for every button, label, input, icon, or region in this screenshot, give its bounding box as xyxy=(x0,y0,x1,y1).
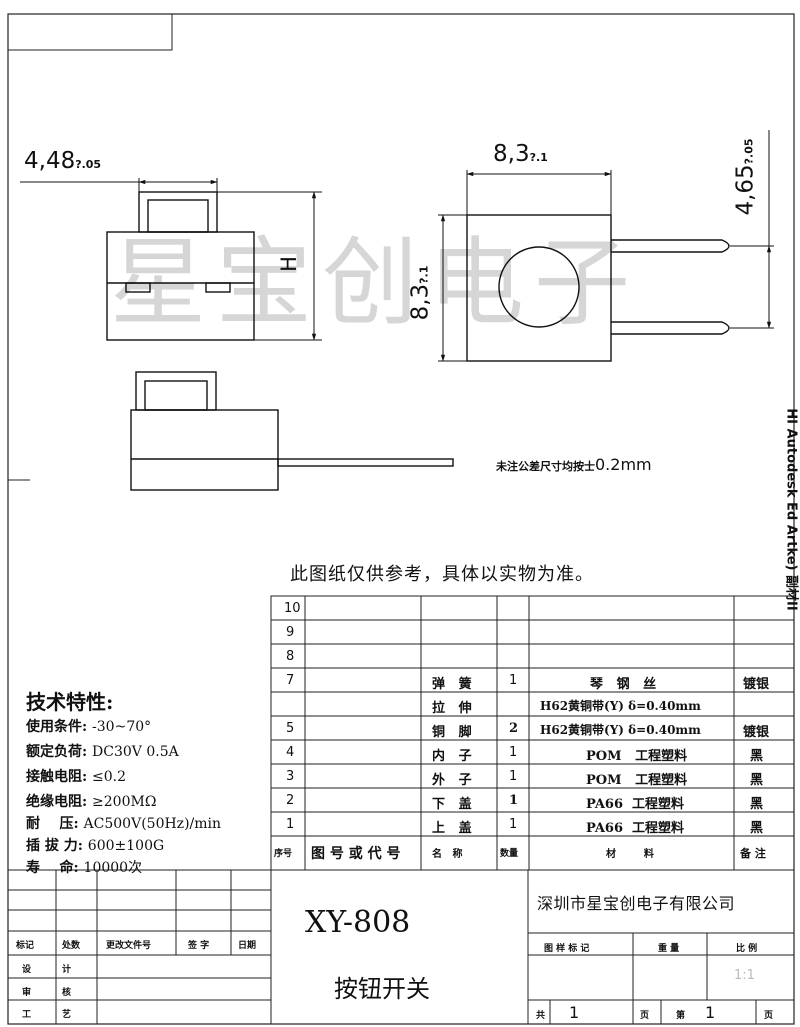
bom-qty: 1 xyxy=(509,745,518,760)
bom-header-qty: 数量 xyxy=(500,849,519,859)
bom-note: 镀银 xyxy=(743,725,770,740)
sheet-value: 1 xyxy=(705,1003,716,1022)
drawing-border xyxy=(7,13,795,1025)
bom-table-grid xyxy=(270,595,795,871)
rev-header: 标记 xyxy=(16,941,35,951)
bom-seq: 3 xyxy=(286,769,295,784)
reference-note: 此图纸仅供参考，具体以实物为准。 xyxy=(290,564,594,585)
total-label: 共 xyxy=(536,1011,546,1021)
bom-note: 黑 xyxy=(750,797,764,812)
spec-item: 绝缘电阻: ≥200MΩ xyxy=(26,794,157,810)
bom-header-name: 名 称 xyxy=(432,849,463,860)
title-block-grid xyxy=(8,869,794,1024)
switch-top-view xyxy=(466,214,730,362)
dim-top-width xyxy=(466,170,612,215)
bom-seq: 4 xyxy=(286,745,295,760)
tech-specs-title: 技术特性: xyxy=(26,690,114,714)
company-name: 深圳市星宝创电子有限公司 xyxy=(537,894,736,913)
bom-note: 黑 xyxy=(750,749,764,764)
bom-note: 镀银 xyxy=(743,677,770,692)
bom-header-seq: 序号 xyxy=(274,849,293,859)
rev-header: 更改文件号 xyxy=(106,941,152,951)
bom-header-material: 材 料 xyxy=(606,849,654,860)
dim-top-width-label: 8,3?.1 xyxy=(493,141,548,167)
page-unit: 页 xyxy=(764,1011,774,1021)
spec-item: 使用条件: -30~70° xyxy=(26,719,152,735)
spec-item: 接触电阻: ≤0.2 xyxy=(26,769,127,785)
bom-material: 琴 钢 丝 xyxy=(590,677,657,692)
bom-seq: 9 xyxy=(286,625,295,640)
bom-name: 上 盖 xyxy=(432,821,472,836)
bom-seq: 2 xyxy=(286,793,295,808)
button-circle xyxy=(498,246,580,328)
role-label: 审 xyxy=(22,988,32,998)
tolerance-note: 未注公差尺寸均按士0.2mm xyxy=(496,455,652,474)
dim-side-height-label: 8,3?.1 xyxy=(407,265,434,321)
dim-left-width-label: 4,48?.05 xyxy=(24,148,102,174)
dim-side-height xyxy=(438,214,467,362)
bom-qty: 1 xyxy=(509,769,518,784)
bom-name: 弹 簧 xyxy=(432,677,472,692)
spec-item: 插 拔 力: 600±100G xyxy=(26,838,165,854)
sheet-label: 第 xyxy=(676,1011,686,1021)
bom-qty: 1 xyxy=(509,673,518,688)
rev-header: 日期 xyxy=(238,941,257,951)
spec-item: 寿 命: 10000次 xyxy=(26,860,143,876)
bom-seq: 5 xyxy=(286,721,295,736)
rev-header: 处数 xyxy=(62,941,81,951)
dim-pin-spacing-label: 4,65?.05 xyxy=(732,138,759,216)
bom-seq: 1 xyxy=(286,817,295,832)
spec-item: 额定负荷: DC30V 0.5A xyxy=(26,744,179,760)
bom-name: 外 子 xyxy=(432,773,472,788)
switch-side-view xyxy=(130,371,454,491)
drawing-mark-label: 图 样 标 记 xyxy=(544,944,590,954)
weight-label: 重 量 xyxy=(658,944,680,954)
dim-left-width xyxy=(20,178,218,192)
corner-box xyxy=(7,13,173,51)
bom-name: 拉 伸 xyxy=(432,701,472,716)
dim-pin-spacing xyxy=(730,130,774,329)
role-label: 核 xyxy=(62,988,72,998)
bom-material: POM 工程塑料 xyxy=(586,773,688,788)
bom-material: H62黄铜带(Y) δ=0.40mm xyxy=(540,699,701,713)
bom-qty: 1 xyxy=(509,817,518,832)
dim-height xyxy=(217,191,322,341)
bom-material: POM 工程塑料 xyxy=(586,749,688,764)
role-label: 设 xyxy=(22,965,32,975)
bom-seq: 10 xyxy=(284,601,301,616)
scale-value: 1:1 xyxy=(734,968,755,983)
bom-name: 下 盖 xyxy=(432,797,472,812)
bom-seq: 8 xyxy=(286,649,295,664)
bom-header-code: 图 号 或 代 号 xyxy=(311,846,401,862)
side-vertical-text: HI Autodesk Ed Artke) 副材II xyxy=(783,408,799,611)
switch-front-view xyxy=(106,191,255,341)
page-unit: 页 xyxy=(640,1011,650,1021)
bom-note: 黑 xyxy=(750,821,764,836)
bom-header-note: 备 注 xyxy=(740,847,766,860)
model-number: XY-808 xyxy=(305,905,411,940)
spec-item: 耐 压: AC500V(50Hz)/min xyxy=(26,816,222,832)
product-name: 按钮开关 xyxy=(334,975,430,1003)
scale-label: 比 例 xyxy=(736,944,758,954)
bom-qty: 2 xyxy=(509,721,519,736)
rev-header: 签 字 xyxy=(188,941,210,951)
bom-name: 内 子 xyxy=(432,749,472,764)
bom-note: 黑 xyxy=(750,773,764,788)
watermark: 星宝创电子 xyxy=(110,227,640,339)
bom-material: PA66 工程塑料 xyxy=(586,797,685,812)
bom-name: 铜 脚 xyxy=(432,725,472,740)
total-value: 1 xyxy=(569,1003,580,1022)
dim-height-label: H xyxy=(276,256,301,272)
role-label: 工 xyxy=(22,1010,32,1020)
role-label: 艺 xyxy=(62,1010,72,1020)
bom-material: PA66 工程塑料 xyxy=(586,821,685,836)
role-label: 计 xyxy=(62,965,72,975)
bom-qty: 1 xyxy=(509,793,519,808)
bom-material: H62黄铜带(Y) δ=0.40mm xyxy=(540,723,701,737)
bom-seq: 7 xyxy=(286,673,295,688)
